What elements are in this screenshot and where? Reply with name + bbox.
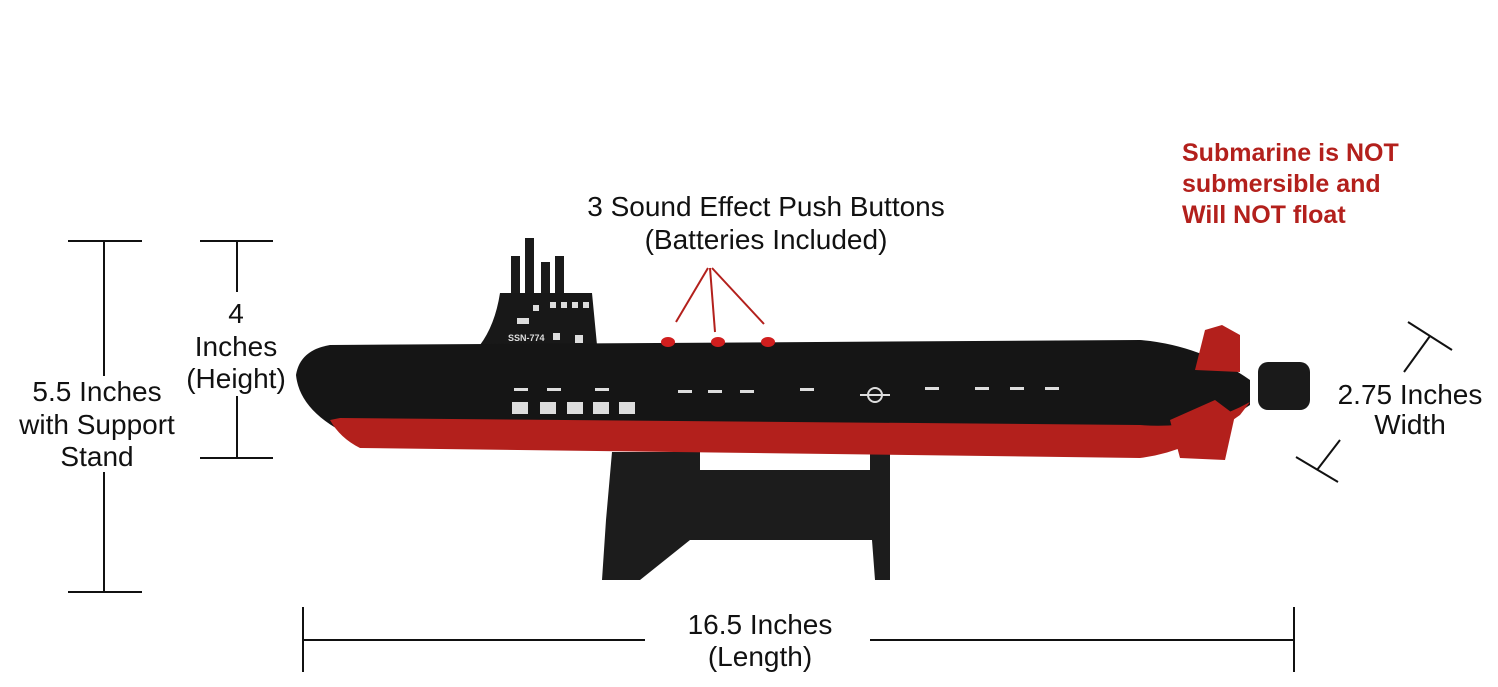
length-label: (Length)	[707, 641, 813, 672]
sound-buttons[interactable]	[661, 337, 775, 347]
stand-height-label: Stand	[60, 441, 134, 472]
sail	[480, 293, 597, 345]
warning-line-2: submersible and	[1182, 170, 1381, 198]
periscope-masts	[511, 238, 564, 296]
buttons-subtitle: (Batteries Included)	[644, 224, 888, 255]
tail-fin-top	[1195, 325, 1240, 372]
warning-line-3: Will NOT float	[1182, 201, 1346, 229]
stand-height-label: 5.5 Inches	[32, 376, 162, 407]
length-label: 16.5 Inches	[687, 609, 833, 640]
tail-fin-bottom	[1170, 400, 1235, 460]
button-pointer-lines	[675, 267, 765, 333]
width-label: Width	[1374, 409, 1446, 440]
hull-markings	[512, 387, 1059, 414]
height-label: Inches	[194, 331, 278, 362]
propeller-housing	[1258, 362, 1310, 410]
hull-bottom	[330, 402, 1250, 458]
height-label: (Height)	[186, 363, 286, 394]
height-label: 4	[228, 298, 244, 329]
support-stand	[602, 452, 890, 580]
width-label: 2.75 Inches	[1337, 379, 1483, 410]
warning-line-1: Submarine is NOT	[1182, 139, 1399, 167]
dimension-lines	[68, 240, 1453, 672]
buttons-title: 3 Sound Effect Push Buttons	[587, 191, 945, 222]
stand-height-label: with Support	[19, 409, 175, 440]
hull-marking: SSN-774	[508, 333, 545, 343]
